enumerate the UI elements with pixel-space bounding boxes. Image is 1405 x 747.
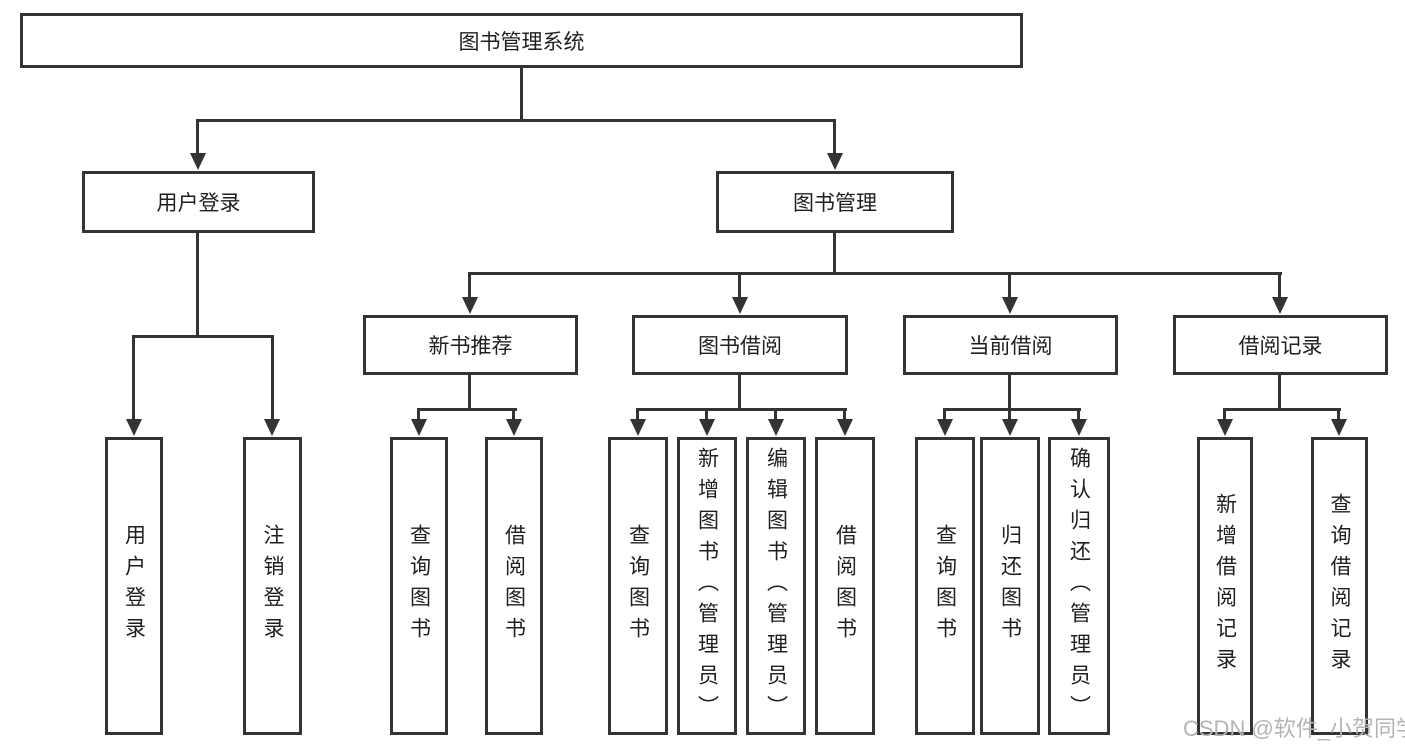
node-label: 用户登录 [122,524,146,648]
edge-arrowhead [732,297,748,314]
leaf-return-book: 归还图书 [980,437,1040,735]
edge-line [1337,408,1340,422]
node-book-management: 图书管理 [716,171,954,233]
edge-arrowhead [1002,297,1018,314]
edge-arrowhead [1002,419,1018,436]
edge-line [132,335,274,338]
node-label: 注销登录 [261,524,285,648]
node-label: 新增图书（管理员） [695,446,719,726]
node-label: 当前借阅 [968,335,1053,358]
edge-arrowhead [699,419,715,436]
node-label: 归还图书 [998,524,1022,648]
watermark: CSDN @软件_小贺同学 [1183,716,1405,741]
edge-line [774,408,777,422]
node-book-borrowing: 图书借阅 [632,315,848,375]
edge-line [1223,408,1341,411]
leaf-query-books-recommend: 查询图书 [390,437,448,735]
leaf-borrow-books: 借阅图书 [815,437,875,735]
edge-arrowhead [1071,419,1087,436]
edge-line [1008,272,1011,299]
edge-arrowhead [126,419,142,436]
node-user-login: 用户登录 [82,171,315,233]
leaf-edit-book-admin: 编辑图书（管理员） [746,437,806,735]
edge-arrowhead [937,419,953,436]
edge-line [196,119,199,155]
edge-line [468,272,1282,275]
edge-line [196,119,836,122]
node-label: 图书管理 [793,192,877,215]
node-label: 查询图书 [626,524,650,648]
leaf-logout: 注销登录 [243,437,302,735]
node-label: 用户登录 [156,192,241,215]
node-label: 图书借阅 [698,335,782,358]
edge-line [833,232,836,275]
edge-line [512,408,515,422]
edge-arrowhead [190,153,206,170]
node-new-book-recommend: 新书推荐 [363,315,578,375]
leaf-query-books-current: 查询图书 [915,437,975,735]
node-current-borrowing: 当前借阅 [903,315,1118,375]
node-borrowing-records: 借阅记录 [1173,315,1388,375]
edge-line [271,335,274,421]
node-label: 图书管理系统 [458,30,585,54]
leaf-query-borrow-record: 查询借阅记录 [1311,437,1368,735]
edge-line [1278,373,1281,411]
edge-arrowhead [1272,297,1288,314]
leaf-add-borrow-record: 新增借阅记录 [1197,437,1253,735]
edge-arrowhead [264,419,280,436]
edge-line [705,408,708,422]
edge-line [636,408,847,411]
leaf-query-books-borrow: 查询图书 [608,437,668,735]
leaf-confirm-return-admin: 确认归还（管理员） [1048,437,1110,735]
node-label: 查询借阅记录 [1328,493,1352,679]
node-label: 查询图书 [933,524,957,648]
node-label: 查询图书 [407,524,431,648]
edge-arrowhead [411,419,427,436]
edge-arrowhead [630,419,646,436]
edge-line [636,408,639,422]
node-label: 新增借阅记录 [1213,493,1237,679]
edge-arrowhead [506,419,522,436]
node-label: 借阅图书 [833,524,857,648]
edge-line [417,408,420,422]
edge-line [1077,408,1080,422]
leaf-user-login: 用户登录 [105,437,163,735]
node-label: 编辑图书（管理员） [764,446,788,726]
edge-line [943,408,946,422]
edge-line [1223,408,1226,422]
edge-arrowhead [768,419,784,436]
edge-arrowhead [837,419,853,436]
edge-arrowhead [1217,419,1233,436]
edge-line [1008,373,1011,411]
node-label: 借阅图书 [502,524,526,648]
leaf-add-book-admin: 新增图书（管理员） [677,437,737,735]
edge-line [132,335,135,421]
edge-line [1008,408,1011,422]
edge-arrowhead [827,153,843,170]
edge-line [468,373,471,411]
edge-line [738,272,741,299]
node-label: 借阅记录 [1238,335,1323,358]
edge-arrowhead [1331,419,1347,436]
edge-line [833,119,836,155]
edge-line [520,68,523,122]
edge-line [468,272,471,299]
edge-line [1278,272,1281,299]
edge-line [943,408,1081,411]
leaf-borrow-books-recommend: 借阅图书 [485,437,543,735]
edge-line [843,408,846,422]
edge-line [196,232,199,338]
edge-line [417,408,517,411]
edge-line [738,373,741,411]
edge-arrowhead [462,297,478,314]
node-library-system-root: 图书管理系统 [20,13,1023,68]
node-label: 新书推荐 [428,335,513,358]
node-label: 确认归还（管理员） [1067,446,1091,726]
